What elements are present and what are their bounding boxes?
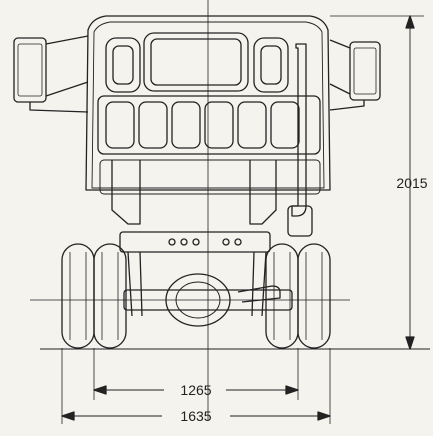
- left-mirror: [13, 37, 47, 103]
- crossmember-bolt: [234, 238, 242, 246]
- right-outer-wheel: [297, 243, 331, 349]
- rear-wall-panel: [97, 95, 321, 155]
- right-mirror-glass: [353, 47, 377, 95]
- left-mirror-arm: [29, 35, 89, 113]
- rear-window-glass: [150, 38, 242, 86]
- crossmember: [119, 231, 271, 253]
- rear-axle-housing: [123, 289, 293, 311]
- differential-cover: [175, 281, 221, 319]
- width-arrow-right: [317, 411, 331, 421]
- crossmember-bolt: [222, 238, 230, 246]
- width-arrow-left: [61, 411, 75, 421]
- right-side-window-frame: [253, 37, 289, 93]
- right-frame-rail: [249, 160, 277, 225]
- cab-inner-outline: [91, 21, 325, 189]
- overall-width-dimension-label: 1635: [180, 408, 211, 424]
- height-arrow-top: [405, 15, 415, 29]
- rear-window-frame: [143, 32, 249, 92]
- track-arrow-right: [285, 385, 299, 395]
- lower-body: [99, 159, 321, 195]
- left-side-window-glass: [112, 45, 134, 85]
- rear-wall-ribs: [105, 101, 300, 149]
- right-mirror: [349, 41, 381, 101]
- right-side-window-glass: [260, 45, 282, 85]
- track-arrow-left: [93, 385, 107, 395]
- left-inner-tread: [101, 252, 119, 340]
- left-frame-rail: [111, 160, 141, 225]
- right-inner-tread: [273, 252, 291, 340]
- exhaust-muffler: [287, 205, 313, 237]
- left-inner-wheel: [93, 243, 127, 349]
- crossmember-bolt: [180, 238, 188, 246]
- left-side-window-frame: [105, 37, 141, 93]
- left-leaf-spring: [127, 251, 143, 317]
- track-width-dimension-label: 1265: [180, 382, 211, 398]
- height-arrow-bottom: [405, 336, 415, 350]
- crossmember-bolt: [168, 238, 176, 246]
- tow-hook: [237, 285, 281, 303]
- right-outer-tread: [305, 252, 323, 340]
- left-outer-tread: [69, 252, 87, 340]
- left-mirror-glass: [17, 43, 43, 97]
- right-leaf-spring: [251, 251, 267, 317]
- right-inner-wheel: [265, 243, 299, 349]
- left-outer-wheel: [61, 243, 95, 349]
- differential: [165, 273, 231, 327]
- right-mirror-arm: [329, 39, 365, 111]
- height-dimension-label: 2015: [396, 175, 427, 191]
- crossmember-bolt: [192, 238, 200, 246]
- cab-body: [85, 15, 331, 191]
